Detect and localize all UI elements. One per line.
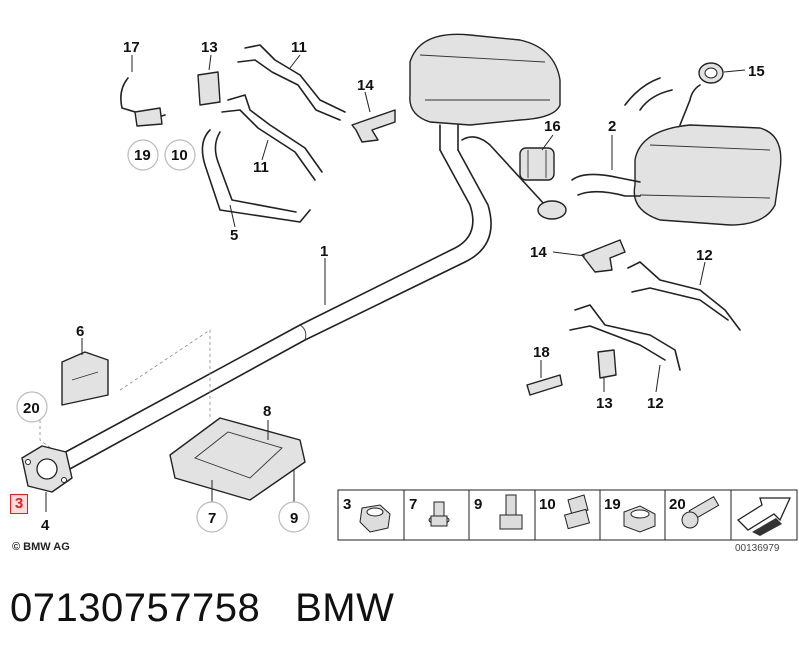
circled-callout-9: 9 xyxy=(290,510,298,527)
leader-lines xyxy=(45,54,746,512)
upper-hangers xyxy=(120,44,346,223)
copyright-text: © BMW AG xyxy=(12,541,70,553)
part-number: 07130757758 xyxy=(10,586,261,630)
legend-label-20: 20 xyxy=(669,496,686,513)
callout-17: 17 xyxy=(123,39,140,56)
rubber-mount-upper xyxy=(351,109,396,143)
callout-11-lower: 11 xyxy=(253,159,269,176)
flange-nut-icon xyxy=(623,505,656,533)
hex-bolt-icon xyxy=(499,494,523,530)
arrow-icon xyxy=(736,497,792,536)
caption-spacer xyxy=(260,586,295,630)
lower-right-hangers xyxy=(526,239,741,396)
callout-12-lower: 12 xyxy=(647,395,664,412)
pipe-clamp xyxy=(519,147,555,181)
callout-11-upper: 11 xyxy=(291,39,307,56)
callout-16: 16 xyxy=(544,118,561,135)
callout-13-lower: 13 xyxy=(596,395,613,412)
callout-13-upper: 13 xyxy=(201,39,218,56)
flange-gasket xyxy=(21,445,73,493)
callout-18: 18 xyxy=(533,344,550,361)
legend-label-7: 7 xyxy=(409,496,417,513)
fastener-legend: 3 7 9 10 19 20 xyxy=(337,489,798,541)
legend-label-10: 10 xyxy=(539,496,556,513)
flange-nut-icon xyxy=(359,504,391,533)
callout-14-upper: 14 xyxy=(357,77,374,94)
rubber-mount-front xyxy=(61,351,109,406)
callout-15: 15 xyxy=(748,63,765,80)
brand-name: BMW xyxy=(295,586,395,630)
center-silencer xyxy=(409,33,567,220)
front-exhaust-pipe xyxy=(39,149,492,471)
callout-14-lower: 14 xyxy=(530,244,547,261)
part-caption: 07130757758 BMW xyxy=(10,586,394,631)
heat-shield-plate xyxy=(169,417,306,501)
diagram-reference-number: 00136979 xyxy=(735,543,780,554)
bolt-with-washer-icon xyxy=(563,494,591,530)
circled-callout-10: 10 xyxy=(171,147,188,164)
callout-6: 6 xyxy=(76,323,84,340)
flange-bolt-icon xyxy=(428,501,450,527)
circled-callouts: 19 10 20 7 9 xyxy=(16,139,310,533)
callout-1: 1 xyxy=(320,243,328,260)
callout-4: 4 xyxy=(41,517,50,534)
callout-labels: 17 13 11 14 15 16 2 11 5 1 14 12 6 18 13… xyxy=(41,39,765,534)
circled-callout-19: 19 xyxy=(134,147,151,164)
callout-8: 8 xyxy=(263,403,271,420)
rear-muffler xyxy=(571,62,782,226)
highlighted-callout-label: 3 xyxy=(14,495,24,512)
highlighted-callout-3: 3 xyxy=(10,494,28,514)
circled-callout-7: 7 xyxy=(208,510,216,527)
legend-label-3: 3 xyxy=(343,496,351,513)
legend-label-19: 19 xyxy=(604,496,621,513)
callout-12-upper: 12 xyxy=(696,247,713,264)
callout-2: 2 xyxy=(608,118,616,135)
legend-label-9: 9 xyxy=(474,496,482,513)
callout-5: 5 xyxy=(230,227,238,244)
circled-callout-20: 20 xyxy=(23,400,40,417)
stud-bolt-icon xyxy=(681,495,720,529)
